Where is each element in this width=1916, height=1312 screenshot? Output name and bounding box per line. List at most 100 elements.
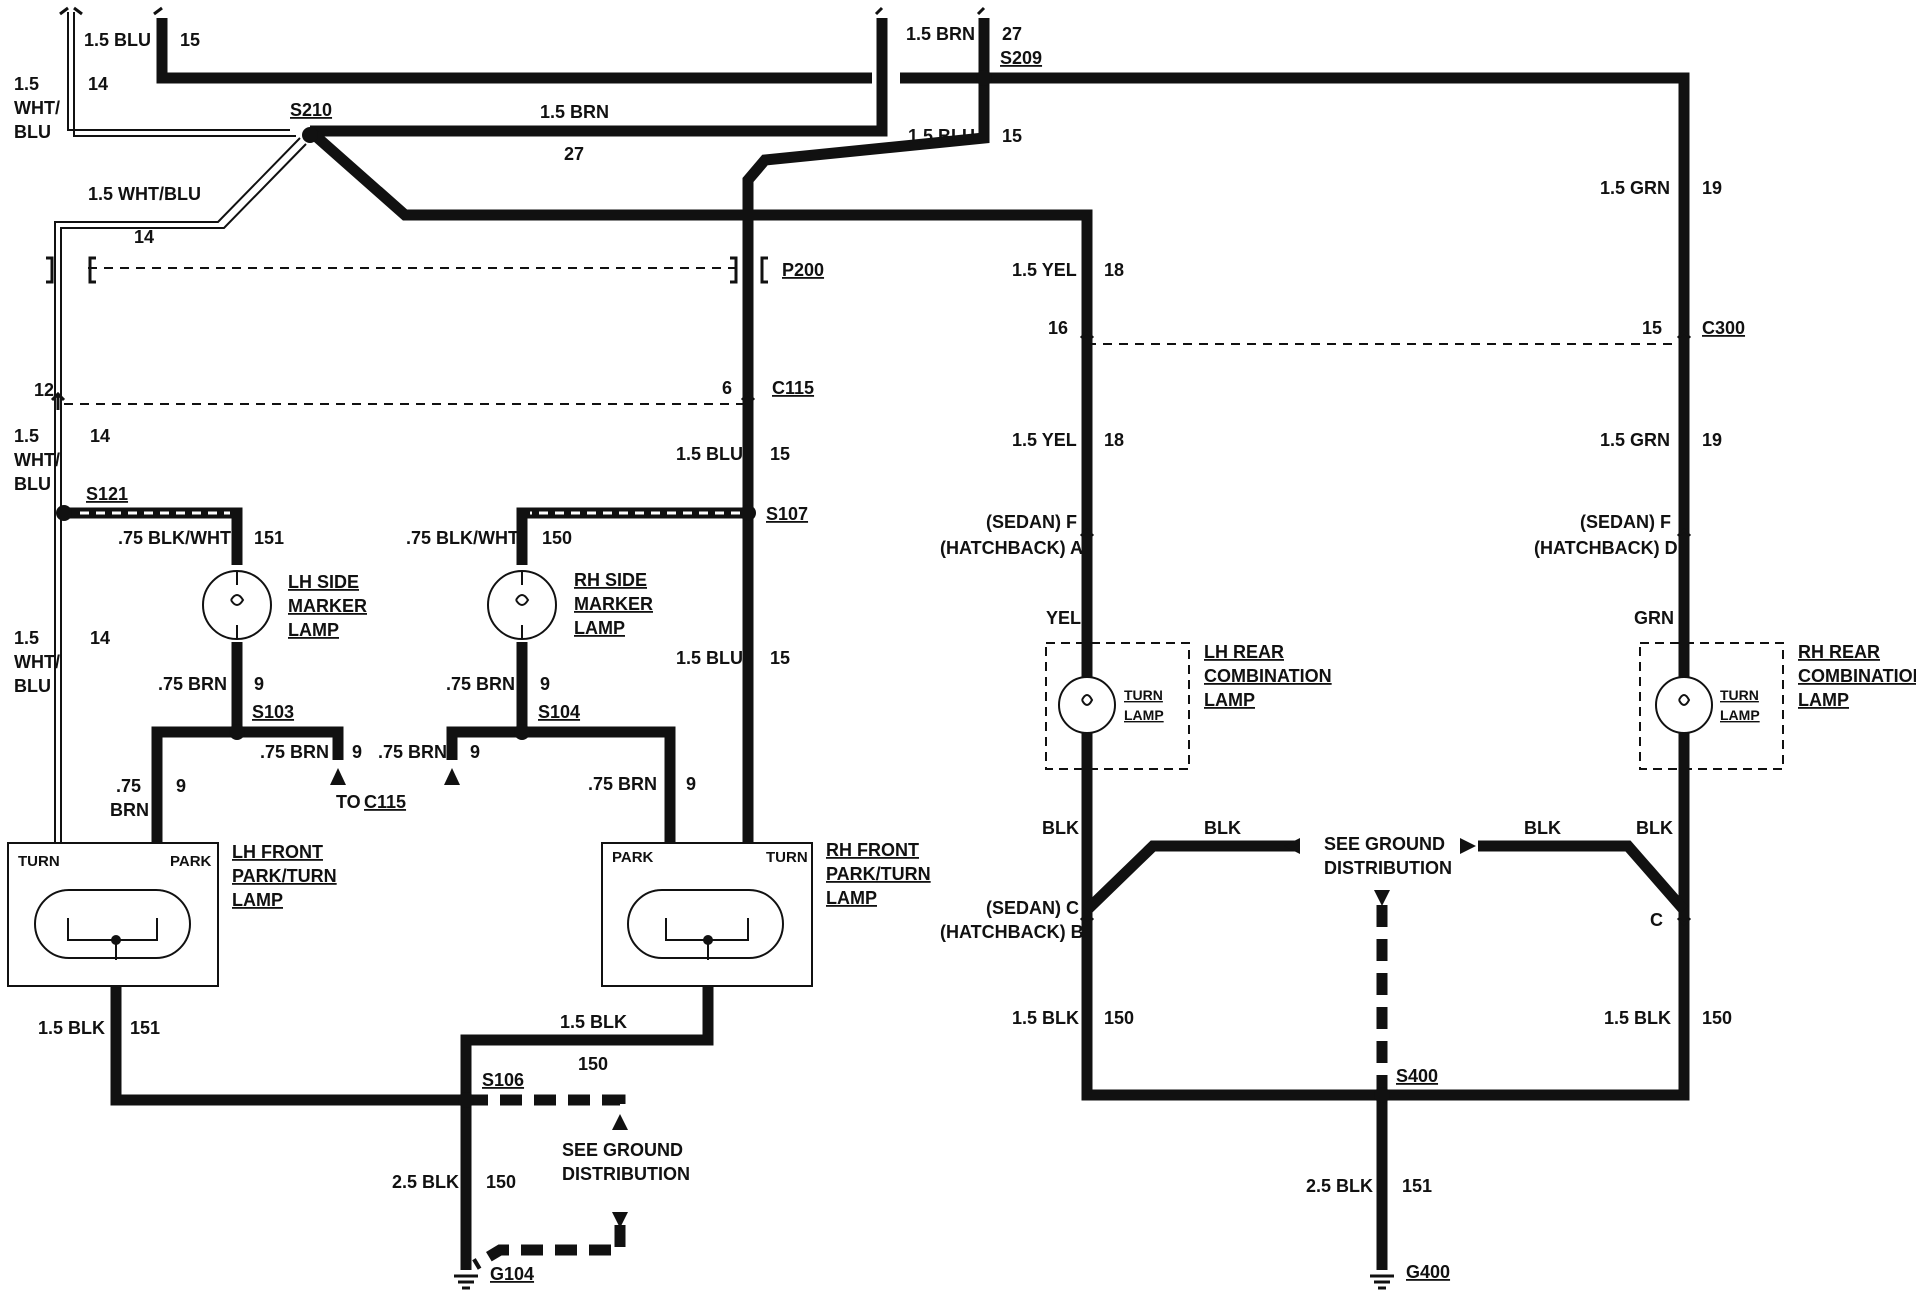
label-blk-wht-150: .75 BLK/WHT [406,528,519,548]
label-grn-mid: 1.5 GRN [1600,430,1670,450]
label-wht-mid-a: 1.5 [14,426,39,446]
label-circuit-150: 150 [542,528,572,548]
label-splice-s210: S210 [290,100,332,120]
label-yel-mid: 1.5 YEL [1012,430,1077,450]
splice-s121-dot [56,505,72,521]
label-splice-s121: S121 [86,484,128,504]
label-lh-front-park: PARK [170,853,212,870]
label-rh-side-1: RH SIDE [574,570,647,590]
label-hatch-b: (HATCHBACK) B [940,922,1084,942]
connector-chevrons [50,6,1692,927]
label-brn-word-lh: BRN [110,800,149,820]
ground-dash-g104 [472,1225,626,1270]
wire-wht-blu-14 [54,12,307,880]
label-rh-rear-3: LAMP [1798,690,1849,710]
label-rh-front-park: PARK [612,849,654,866]
label-blk-lh-branch: BLK [1204,818,1241,838]
label-lh-front-turn: TURN [18,853,60,870]
label-circuit-15-mid: 15 [1002,126,1022,146]
rh-front-park-turn-lamp-box [601,842,813,987]
label-blu-15-a: 1.5 BLU [676,444,743,464]
label-blk-151: 1.5 BLK [38,1018,105,1038]
label-ground-ref-2b: DISTRIBUTION [1324,858,1452,878]
label-circuit-15-b: 15 [770,648,790,668]
label-sedan-c: (SEDAN) C [986,898,1079,918]
label-rh-turn-lamp-1: TURN [1720,687,1759,703]
label-circuit-150-lh-rear: 150 [1104,1008,1134,1028]
label-ground-ref-2a: DISTRIBUTION [562,1164,690,1184]
label-sedan-f-lh: (SEDAN) F [986,512,1077,532]
label-blu-mid: 1.5 BLU [908,126,975,146]
wire-blk-150-rh-front [460,975,714,1270]
label-lh-front-3: LAMP [232,890,283,910]
wire-blk-wht-151 [64,507,243,565]
label-circuit-19-top: 19 [1702,178,1722,198]
label-circuit-6: 6 [722,378,732,398]
label-brn-075-rhb: .75 BRN [588,774,657,794]
label-lh-side-2: MARKER [288,596,367,616]
arrow-ground-right [1460,838,1476,854]
label-blk-150-lh-rear: 1.5 BLK [1012,1008,1079,1028]
label-blu-top: 1.5 BLU [84,30,151,50]
label-rh-turn-lamp-2: LAMP [1720,707,1760,723]
label-brn-top: 1.5 BRN [906,24,975,44]
splice-s104-dot [514,724,530,740]
label-circuit-15-a: 15 [770,444,790,464]
arrow-ground-down [1374,890,1390,906]
label-circuit-9-lh: 9 [254,674,264,694]
wire-brn-9-rh [516,642,676,880]
label-brn-075-to: .75 BRN [260,742,329,762]
label-yel: YEL [1046,608,1081,628]
label-wht-top-c: BLU [14,122,51,142]
label-rh-front-1: RH FRONT [826,840,919,860]
rh-rear-combination-lamp-box [1639,642,1784,770]
label-lh-turn-lamp-2: LAMP [1124,707,1164,723]
label-circuit-14-diag: 14 [134,227,154,247]
label-circuit-15-c300: 15 [1642,318,1662,338]
label-blk-lh-rear: BLK [1042,818,1079,838]
label-circuit-16: 16 [1048,318,1068,338]
rh-side-marker-lamp-symbol [487,570,557,640]
label-grn: GRN [1634,608,1674,628]
label-wht-low-c: BLU [14,676,51,696]
splice-s103-dot [229,724,245,740]
label-circuit-18-mid: 18 [1104,430,1124,450]
label-rh-front-turn: TURN [766,849,808,866]
label-wht-mid-c: BLU [14,474,51,494]
label-splice-s400: S400 [1396,1066,1438,1086]
arrow-ground-s106 [612,1114,628,1130]
wire-brn-9-lh-to-c115 [237,726,344,760]
label-wht-low-b: WHT/ [14,652,60,672]
label-grn-top: 1.5 GRN [1600,178,1670,198]
ground-symbol-g400 [1370,1274,1394,1290]
label-lh-rear-2: COMBINATION [1204,666,1332,686]
label-ground-g400: G400 [1406,1262,1450,1282]
label-brn-075-lh: .75 BRN [158,674,227,694]
p200-bracket-right [760,256,768,284]
wire-blk-rh-rear-branch [1478,840,1689,914]
label-lh-rear-1: LH REAR [1204,642,1284,662]
arrow-to-c115-rh [444,768,460,785]
label-hatch-a: (HATCHBACK) A [940,538,1083,558]
label-ground-g104: G104 [490,1264,534,1284]
label-yel-top: 1.5 YEL [1012,260,1077,280]
label-lh-turn-lamp-1: TURN [1124,687,1163,703]
label-ground-ref-1b: SEE GROUND [1324,834,1445,854]
label-pin-c: C [1650,910,1663,930]
label-blk-150: 1.5 BLK [560,1012,627,1032]
label-lh-rear-3: LAMP [1204,690,1255,710]
wire-brn-9-rh-stub [446,726,522,760]
label-rh-side-2: MARKER [574,594,653,614]
label-blk-rh-rear: BLK [1636,818,1673,838]
label-brn-075-rh: .75 BRN [446,674,515,694]
label-to-c115: C115 [364,792,406,812]
label-rh-rear-1: RH REAR [1798,642,1880,662]
lh-side-marker-lamp-symbol [202,570,272,640]
label-blu-15-b: 1.5 BLU [676,648,743,668]
splice-s210-dot [302,127,318,143]
label-circuit-9-to: 9 [352,742,362,762]
label-wht-low-a: 1.5 [14,628,39,648]
label-brn-mid: 1.5 BRN [540,102,609,122]
wire-brn-27 [310,18,888,137]
